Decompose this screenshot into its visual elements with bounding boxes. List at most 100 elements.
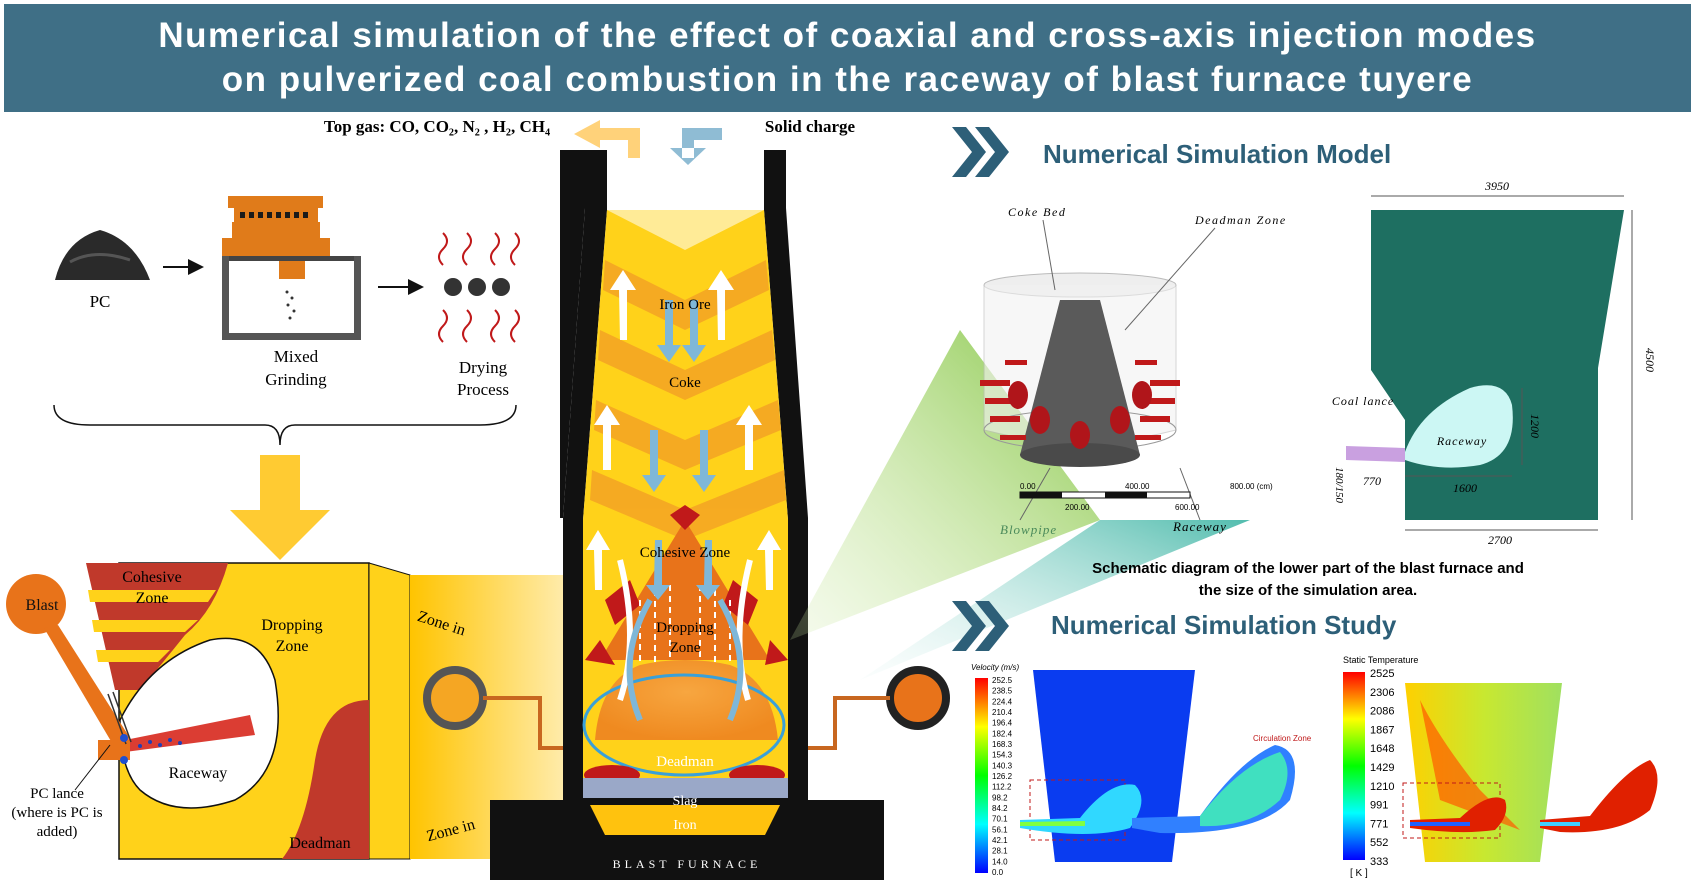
temperature-tick-4: 1648 — [1370, 743, 1394, 755]
model-raceway-label: Raceway — [1172, 519, 1227, 534]
velocity-tick-3: 210.4 — [992, 708, 1013, 717]
deadman-furnace-label: Deadman — [656, 754, 714, 770]
dim-height: 4500 — [1643, 348, 1657, 372]
velocity-tick-7: 154.3 — [992, 751, 1013, 760]
iron-ore-label: Iron Ore — [659, 297, 711, 313]
dim-top: 3950 — [1484, 179, 1509, 193]
scale-top-0: 0.00 — [1020, 482, 1036, 491]
raceway-label: Raceway — [169, 765, 228, 782]
tuyere-port-right — [785, 666, 950, 750]
drying-label-1: Drying — [459, 358, 508, 377]
velocity-tick-15: 42.1 — [992, 836, 1008, 845]
scale-bottom-0: 200.00 — [1065, 503, 1090, 512]
dim-bottom: 2700 — [1488, 533, 1512, 547]
process-brace — [53, 404, 517, 446]
velocity-contour — [975, 670, 1295, 873]
temperature-tick-9: 552 — [1370, 837, 1388, 849]
model-caption-2: the size of the simulation area. — [1199, 582, 1417, 599]
velocity-title: Velocity (m/s) — [971, 663, 1019, 672]
blowpipe-label: Blowpipe — [1000, 522, 1057, 537]
pc-label: PC — [90, 292, 111, 311]
lance-label-1: PC lance — [30, 786, 84, 802]
temperature-tick-3: 1867 — [1370, 724, 1394, 736]
solid-charge-arrow — [670, 128, 722, 165]
title-banner: Numerical simulation of the effect of co… — [4, 4, 1691, 112]
velocity-tick-1: 238.5 — [992, 687, 1013, 696]
temperature-tick-10: 333 — [1370, 856, 1388, 868]
model-heading: Numerical Simulation Model — [1043, 139, 1391, 169]
top-gas-label: Top gas: CO, CO₂, N₂ , H₂, CH₄ — [324, 117, 550, 136]
chevron-icon-model — [952, 127, 1009, 177]
velocity-tick-5: 182.4 — [992, 729, 1013, 738]
velocity-tick-4: 196.4 — [992, 719, 1013, 728]
velocity-tick-14: 56.1 — [992, 825, 1008, 834]
coke-bed-label: Coke Bed — [1008, 205, 1066, 219]
study-heading: Numerical Simulation Study — [1051, 610, 1397, 640]
dropping-label-1: Dropping — [261, 617, 322, 634]
simulation-domain-2d — [1346, 195, 1633, 531]
grinding-label-1: Mixed — [274, 347, 319, 366]
temp-title: Static Temperature — [1343, 655, 1418, 665]
deadman-label: Deadman — [289, 835, 350, 852]
grinder-icon — [222, 196, 361, 340]
velocity-tick-17: 14.0 — [992, 857, 1008, 866]
coke-bed-3d — [980, 219, 1216, 521]
zoom-beam-green — [790, 330, 1100, 640]
blast-label: Blast — [26, 597, 59, 614]
dim-lance: 770 — [1363, 474, 1381, 488]
coal-lance-label: Coal lance — [1332, 394, 1394, 408]
temperature-tick-8: 771 — [1370, 818, 1388, 830]
scale-top-2: 800.00 (cm) — [1230, 482, 1273, 491]
dim-lance-d: 180/150 — [1333, 467, 1345, 504]
velocity-tick-16: 28.1 — [992, 847, 1008, 856]
velocity-tick-13: 70.1 — [992, 815, 1008, 824]
down-arrow-to-tuyere — [230, 455, 330, 560]
temperature-tick-1: 2306 — [1370, 687, 1394, 699]
temperature-tick-6: 1210 — [1370, 781, 1394, 793]
velocity-tick-12: 84.2 — [992, 804, 1008, 813]
title-line-2: on pulverized coal combustion in the rac… — [221, 60, 1474, 99]
dim-raceway-w: 1600 — [1453, 481, 1477, 495]
temperature-contour — [1343, 672, 1658, 862]
furnace-caption: BLAST FURNACE — [613, 857, 762, 871]
drying-icon — [438, 232, 520, 343]
temperature-tick-2: 2086 — [1370, 706, 1394, 718]
deadman-zone-label: Deadman Zone — [1194, 213, 1287, 227]
model-caption-1: Schematic diagram of the lower part of t… — [1092, 560, 1524, 577]
slag-label: Slag — [673, 794, 698, 809]
cohesive-zone-label: Cohesive Zone — [640, 545, 731, 561]
temp-unit: [ K ] — [1350, 868, 1368, 879]
iron-label: Iron — [673, 818, 696, 833]
temperature-tick-7: 991 — [1370, 800, 1388, 812]
velocity-tick-10: 112.2 — [992, 783, 1012, 792]
pc-pile-icon — [55, 230, 150, 280]
velocity-tick-18: 0.0 — [992, 868, 1004, 877]
velocity-tick-11: 98.2 — [992, 793, 1008, 802]
lance-label-2: (where is PC is — [11, 805, 102, 821]
dim-raceway-h: 1200 — [1528, 414, 1542, 438]
domain-raceway-label: Raceway — [1436, 434, 1487, 448]
coke-label: Coke — [669, 375, 701, 391]
cohesive-label-2: Zone — [136, 590, 169, 607]
velocity-tick-6: 168.3 — [992, 740, 1013, 749]
dropping-label-2: Zone — [276, 638, 309, 655]
title-line-1: Numerical simulation of the effect of co… — [158, 16, 1537, 55]
dropping-zone-label-1: Dropping — [656, 620, 714, 636]
lance-label-3: added) — [37, 824, 78, 840]
velocity-tick-8: 140.3 — [992, 761, 1013, 770]
zoom-beam-teal — [860, 520, 1250, 680]
circulation-zone-label: Circulation Zone — [1253, 734, 1312, 743]
dropping-zone-label-2: Zone — [670, 640, 701, 656]
velocity-tick-0: 252.5 — [992, 676, 1013, 685]
scale-top-1: 400.00 — [1125, 482, 1150, 491]
drying-label-2: Process — [457, 380, 509, 399]
temperature-tick-5: 1429 — [1370, 762, 1394, 774]
velocity-tick-2: 224.4 — [992, 697, 1013, 706]
chevron-icon-study — [952, 601, 1009, 651]
grinding-label-2: Grinding — [265, 370, 327, 389]
top-gas-arrow — [574, 120, 640, 158]
scale-bottom-1: 600.00 — [1175, 503, 1200, 512]
cohesive-label-1: Cohesive — [122, 569, 182, 586]
